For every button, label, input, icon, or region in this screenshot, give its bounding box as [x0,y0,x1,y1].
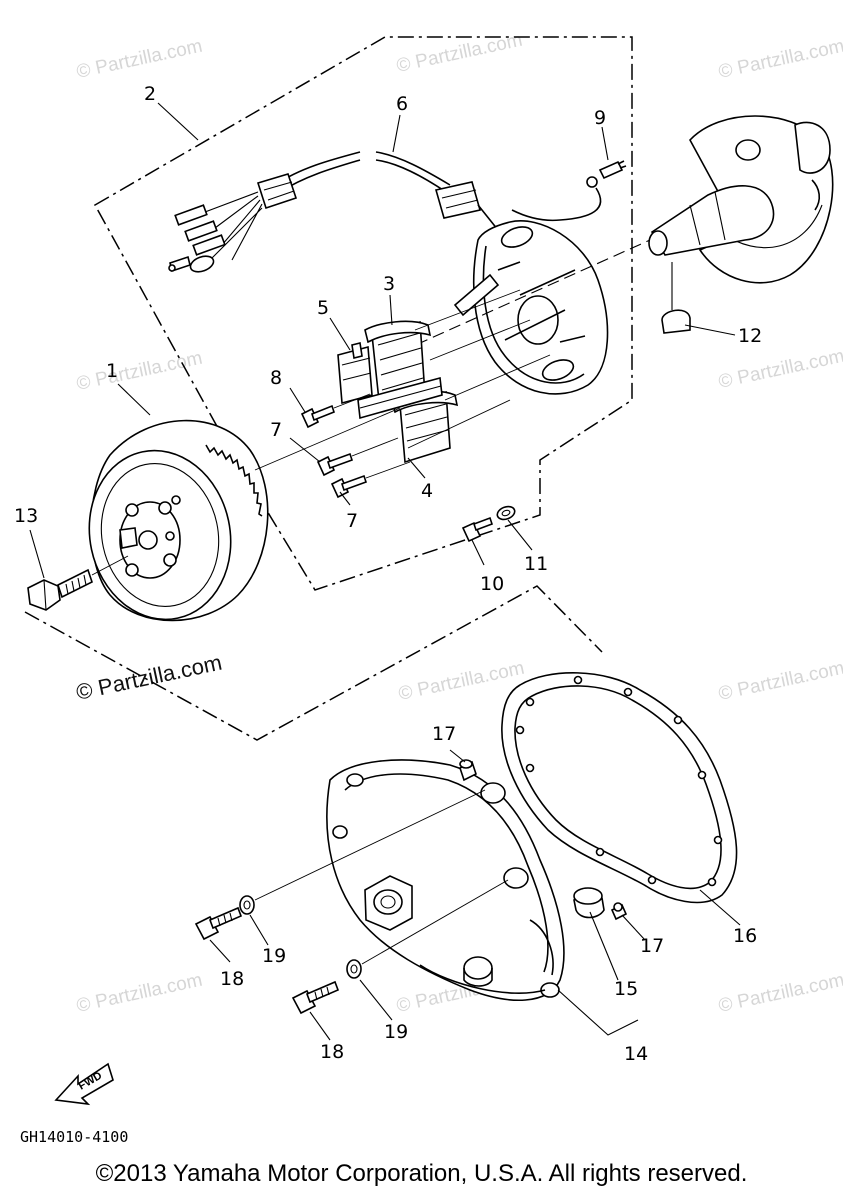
copyright-notice: ©2013 Yamaha Motor Corporation, U.S.A. A… [95,1160,748,1187]
callout-label: 4 [421,480,433,502]
rotor-bolt [27,555,129,611]
callout-label: 2 [144,83,156,105]
callout-label: 19 [262,945,286,967]
callout-label: 9 [594,107,606,129]
flywheel-rotor [88,407,401,622]
callout-label: 5 [317,297,329,319]
callout-label: 13 [14,505,38,527]
diagram-code: GH14010-4100 [20,1128,128,1146]
watermark: © Partzilla.com [397,658,527,705]
watermark: © Partzilla.com [717,658,843,705]
watermark: © Partzilla.com [75,970,205,1017]
screws [300,393,516,543]
callout-labels: 2 6 9 3 5 12 1 8 7 4 7 13 10 11 17 17 16… [14,83,762,1065]
dowel-pins [459,759,628,921]
stator-plate [453,220,609,395]
watermark: © Partzilla.com [717,346,843,393]
ground-lead-screw [511,160,627,222]
forward-direction-icon: FWD [54,1062,114,1106]
watermark: © Partzilla.com [75,36,205,83]
watermark: © Partzilla.com [717,36,843,83]
callout-label: 1 [106,360,118,382]
callout-label: 18 [220,968,244,990]
watermark: © Partzilla.com [75,348,205,395]
callout-label: 18 [320,1041,344,1063]
callout-label: 14 [624,1043,648,1065]
callout-label: 11 [524,553,548,575]
callout-label: 16 [733,925,757,947]
callout-label: 7 [270,419,282,441]
watermark: © Partzilla.com [717,970,843,1017]
crankshaft-and-key [399,115,834,353]
rotor-group-boundary [24,585,603,741]
cover-gasket [501,672,738,904]
callout-label: 3 [383,273,395,295]
callout-label: 19 [384,1021,408,1043]
callout-label: 15 [614,978,638,1000]
watermark-strong: © Partzilla.com [74,650,224,705]
callout-label: 7 [346,510,358,532]
callout-label: 8 [270,367,282,389]
crankcase-cover [326,759,565,1002]
callout-label: 10 [480,573,504,595]
cover-bolts [194,789,509,1015]
callout-label: 6 [396,93,408,115]
callout-label: 17 [432,723,456,745]
callout-label: 17 [640,935,664,957]
callout-label: 12 [738,325,762,347]
pickup-coil-lead [168,151,499,273]
leader-lines [29,102,741,1041]
stator-coils [337,289,551,464]
